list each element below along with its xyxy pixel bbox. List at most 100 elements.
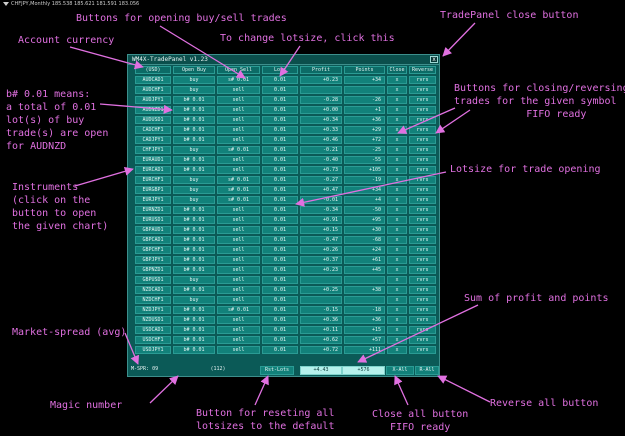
symbol-button[interactable]: NZDJPY1 (135, 306, 171, 314)
open-sell-button[interactable]: sell (217, 86, 260, 94)
close-symbol-button[interactable]: x (387, 246, 407, 254)
reverse-symbol-button[interactable]: rvrs (409, 146, 436, 154)
close-symbol-button[interactable]: x (387, 326, 407, 334)
symbol-button[interactable]: CHFJPY1 (135, 146, 171, 154)
reverse-symbol-button[interactable]: rvrs (409, 96, 436, 104)
close-symbol-button[interactable]: x (387, 86, 407, 94)
open-sell-button[interactable]: sell (217, 166, 260, 174)
symbol-button[interactable]: EURCHF1 (135, 176, 171, 184)
reverse-symbol-button[interactable]: rvrs (409, 346, 436, 354)
open-sell-button[interactable]: sell (217, 126, 260, 134)
close-symbol-button[interactable]: x (387, 216, 407, 224)
open-sell-button[interactable]: sell (217, 136, 260, 144)
symbol-button[interactable]: CADCHF1 (135, 126, 171, 134)
symbol-button[interactable]: AUDUSD1 (135, 116, 171, 124)
symbol-button[interactable]: EURJPY1 (135, 196, 171, 204)
open-buy-button[interactable]: b# 0.01 (173, 336, 215, 344)
lotsize-field[interactable]: 0.01 (262, 146, 298, 154)
symbol-button[interactable]: NZDCHF1 (135, 296, 171, 304)
lotsize-field[interactable]: 0.01 (262, 236, 298, 244)
symbol-button[interactable]: USDJPY1 (135, 346, 171, 354)
symbol-button[interactable]: AUDJPY1 (135, 96, 171, 104)
lotsize-field[interactable]: 0.01 (262, 206, 298, 214)
reverse-symbol-button[interactable]: rvrs (409, 246, 436, 254)
open-sell-button[interactable]: sell (217, 216, 260, 224)
open-buy-button[interactable]: buy (173, 76, 215, 84)
close-symbol-button[interactable]: x (387, 316, 407, 324)
close-symbol-button[interactable]: x (387, 226, 407, 234)
close-symbol-button[interactable]: x (387, 96, 407, 104)
open-buy-button[interactable]: buy (173, 276, 215, 284)
open-buy-button[interactable]: b# 0.01 (173, 326, 215, 334)
reverse-symbol-button[interactable]: rvrs (409, 156, 436, 164)
open-sell-button[interactable]: sell (217, 96, 260, 104)
reverse-symbol-button[interactable]: rvrs (409, 116, 436, 124)
close-symbol-button[interactable]: x (387, 156, 407, 164)
open-buy-button[interactable]: b# 0.01 (173, 96, 215, 104)
lotsize-field[interactable]: 0.01 (262, 176, 298, 184)
symbol-button[interactable]: EURCAD1 (135, 166, 171, 174)
lotsize-field[interactable]: 0.01 (262, 96, 298, 104)
open-buy-button[interactable]: b# 0.01 (173, 266, 215, 274)
reverse-symbol-button[interactable]: rvrs (409, 296, 436, 304)
close-symbol-button[interactable]: x (387, 306, 407, 314)
symbol-button[interactable]: GBPNZD1 (135, 266, 171, 274)
symbol-button[interactable]: USDCHF1 (135, 336, 171, 344)
lotsize-field[interactable]: 0.01 (262, 256, 298, 264)
lotsize-field[interactable]: 0.01 (262, 136, 298, 144)
open-sell-button[interactable]: sell (217, 296, 260, 304)
lotsize-field[interactable]: 0.01 (262, 266, 298, 274)
close-symbol-button[interactable]: x (387, 116, 407, 124)
panel-close-button[interactable]: x (430, 56, 438, 63)
open-sell-button[interactable]: sell (217, 326, 260, 334)
close-symbol-button[interactable]: x (387, 286, 407, 294)
symbol-button[interactable]: AUDCHF1 (135, 86, 171, 94)
reverse-symbol-button[interactable]: rvrs (409, 316, 436, 324)
close-symbol-button[interactable]: x (387, 146, 407, 154)
open-buy-button[interactable]: b# 0.01 (173, 286, 215, 294)
open-sell-button[interactable]: sell (217, 226, 260, 234)
symbol-button[interactable]: AUDCAD1 (135, 76, 171, 84)
lotsize-field[interactable]: 0.01 (262, 286, 298, 294)
open-sell-button[interactable]: sell (217, 156, 260, 164)
lotsize-field[interactable]: 0.01 (262, 306, 298, 314)
open-buy-button[interactable]: b# 0.01 (173, 106, 215, 114)
open-buy-button[interactable]: buy (173, 296, 215, 304)
lotsize-field[interactable]: 0.01 (262, 246, 298, 254)
reverse-symbol-button[interactable]: rvrs (409, 76, 436, 84)
reverse-symbol-button[interactable]: rvrs (409, 226, 436, 234)
reverse-symbol-button[interactable]: rvrs (409, 236, 436, 244)
close-symbol-button[interactable]: x (387, 166, 407, 174)
reverse-symbol-button[interactable]: rvrs (409, 266, 436, 274)
reverse-symbol-button[interactable]: rvrs (409, 136, 436, 144)
open-buy-button[interactable]: b# 0.01 (173, 166, 215, 174)
reverse-symbol-button[interactable]: rvrs (409, 106, 436, 114)
symbol-button[interactable]: CADJPY1 (135, 136, 171, 144)
open-buy-button[interactable]: buy (173, 146, 215, 154)
open-buy-button[interactable]: buy (173, 176, 215, 184)
open-sell-button[interactable]: sell (217, 346, 260, 354)
open-sell-button[interactable]: s# 0.01 (217, 186, 260, 194)
lotsize-field[interactable]: 0.01 (262, 116, 298, 124)
open-buy-button[interactable]: b# 0.01 (173, 306, 215, 314)
symbol-button[interactable]: NZDUSD1 (135, 316, 171, 324)
open-buy-button[interactable]: buy (173, 196, 215, 204)
open-sell-button[interactable]: s# 0.01 (217, 176, 260, 184)
lotsize-field[interactable]: 0.01 (262, 166, 298, 174)
open-sell-button[interactable]: sell (217, 316, 260, 324)
lotsize-field[interactable]: 0.01 (262, 316, 298, 324)
lotsize-field[interactable]: 0.01 (262, 126, 298, 134)
lotsize-field[interactable]: 0.01 (262, 86, 298, 94)
open-sell-button[interactable]: s# 0.01 (217, 196, 260, 204)
reverse-all-button[interactable]: R-All (415, 366, 439, 375)
open-buy-button[interactable]: b# 0.01 (173, 126, 215, 134)
reverse-symbol-button[interactable]: rvrs (409, 206, 436, 214)
open-sell-button[interactable]: sell (217, 336, 260, 344)
open-sell-button[interactable]: sell (217, 106, 260, 114)
close-symbol-button[interactable]: x (387, 76, 407, 84)
reverse-symbol-button[interactable]: rvrs (409, 186, 436, 194)
lotsize-field[interactable]: 0.01 (262, 186, 298, 194)
symbol-button[interactable]: GBPAUD1 (135, 226, 171, 234)
lotsize-field[interactable]: 0.01 (262, 156, 298, 164)
symbol-button[interactable]: NZDCAD1 (135, 286, 171, 294)
